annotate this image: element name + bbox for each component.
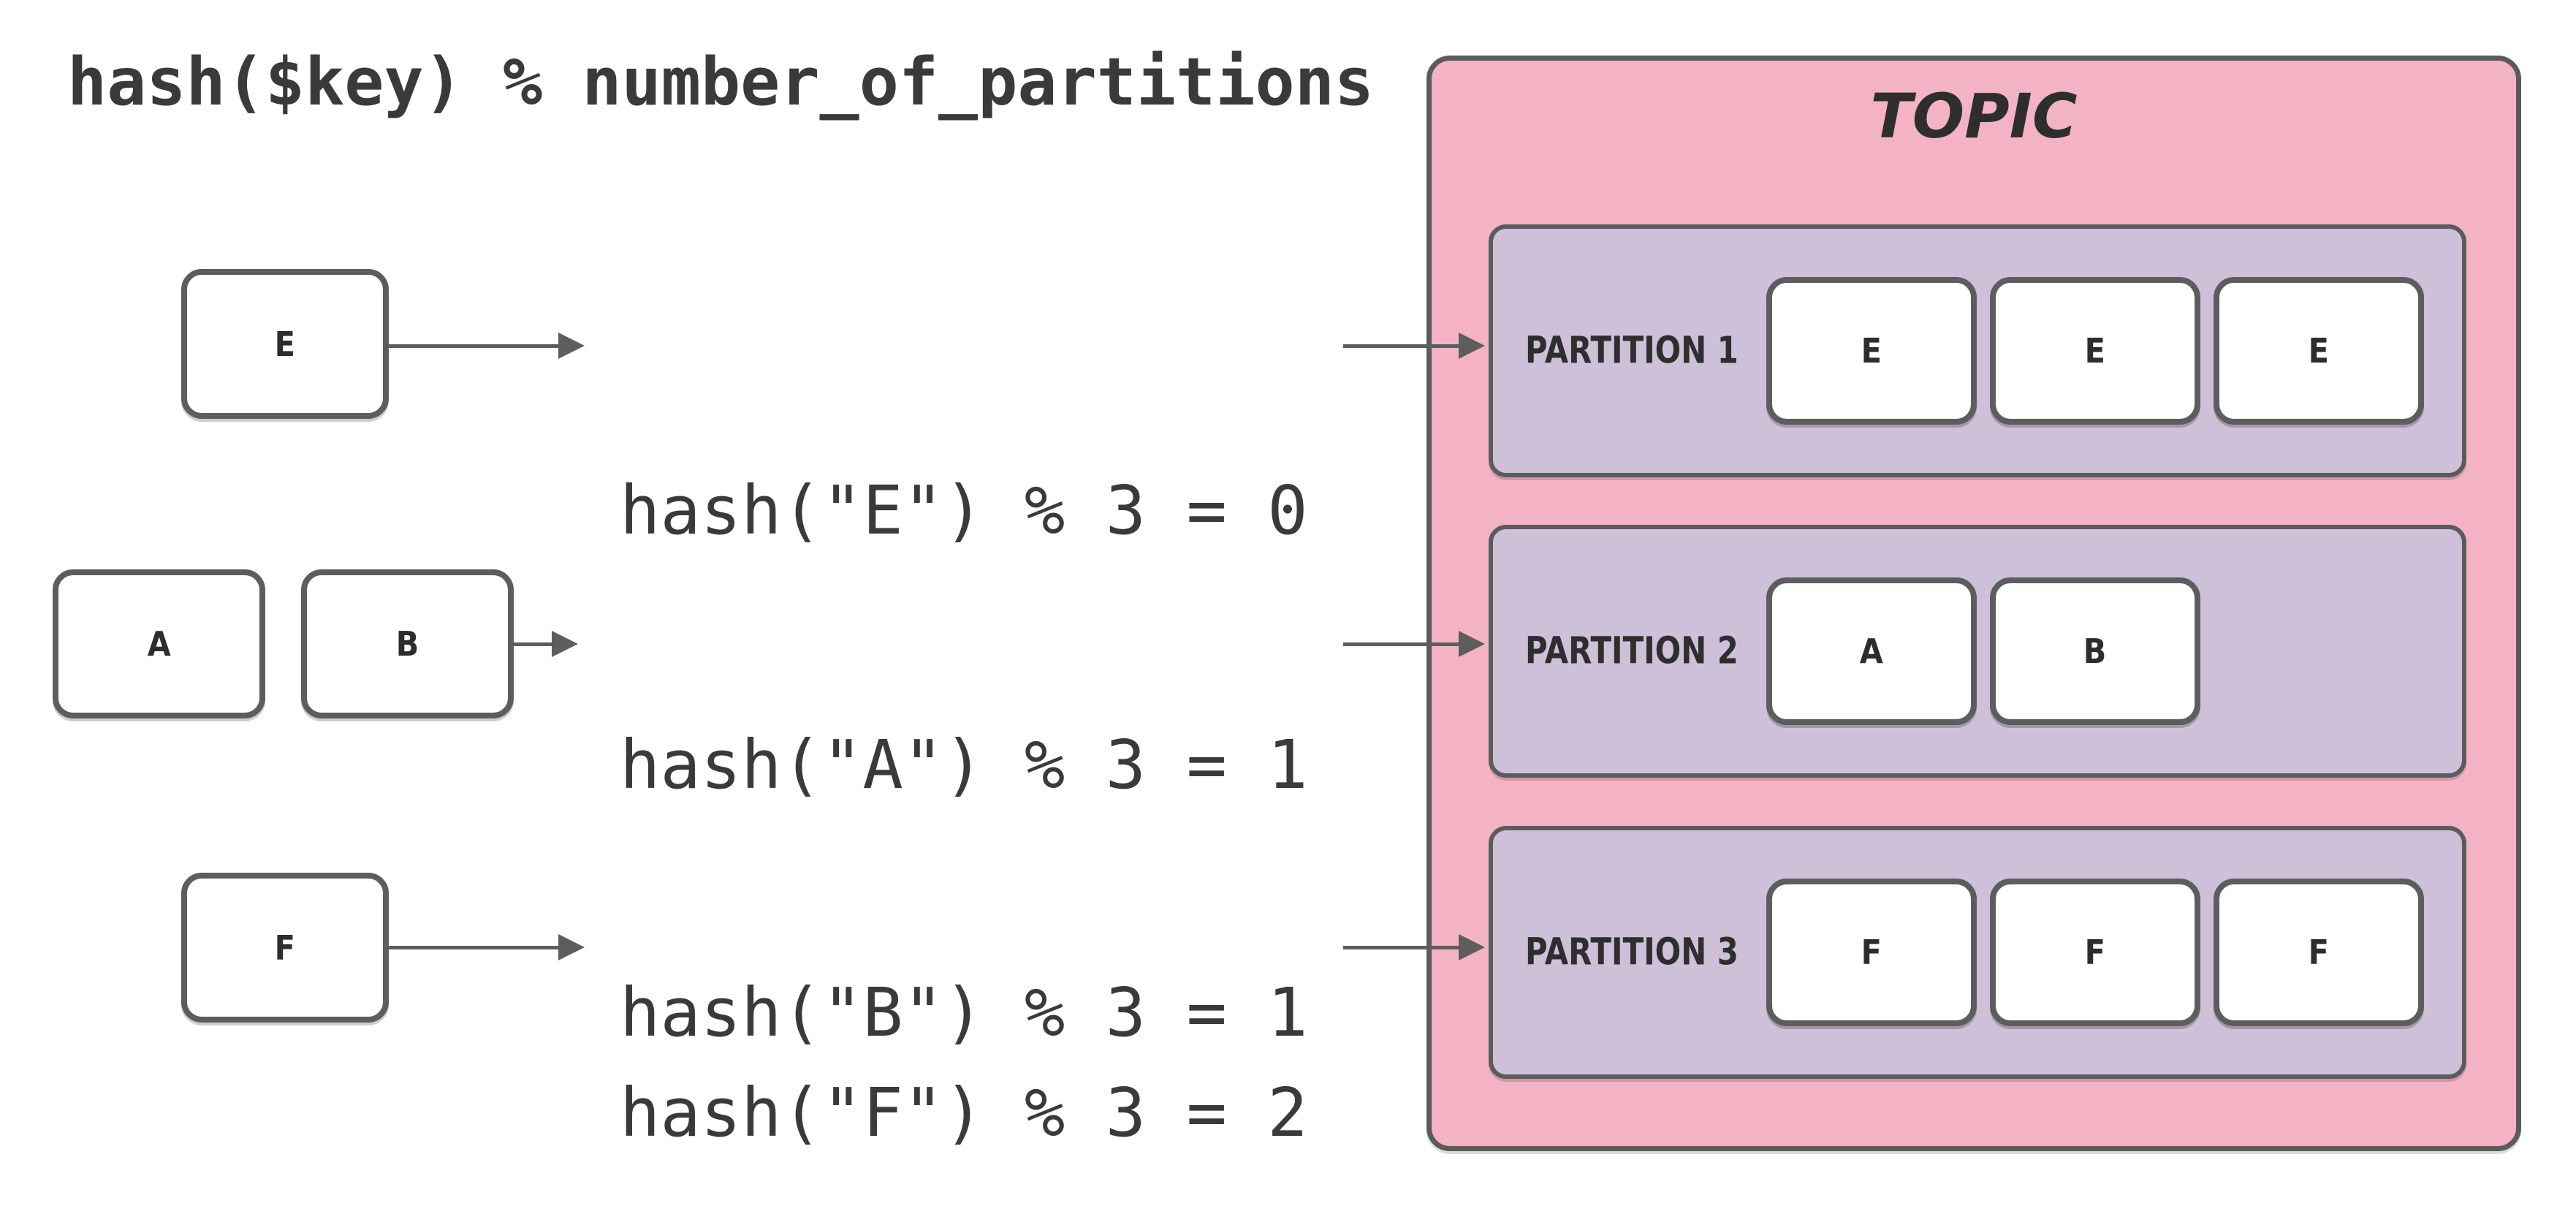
message-label: E bbox=[1861, 331, 1882, 371]
message-label: E bbox=[2308, 331, 2330, 371]
arrow-shaft bbox=[1343, 344, 1460, 348]
arrow-to-partition-1 bbox=[1343, 333, 1485, 359]
message-label: B bbox=[2083, 632, 2107, 671]
arrow-to-partition-3 bbox=[1343, 934, 1485, 960]
partition-1: PARTITION 1 E E E bbox=[1489, 224, 2466, 477]
message-label: E bbox=[2084, 331, 2106, 371]
key-label-a: A bbox=[147, 624, 171, 664]
arrowhead-icon bbox=[552, 631, 578, 657]
arrow-f-to-formula bbox=[389, 934, 585, 960]
message-label: F bbox=[1861, 933, 1882, 972]
message-box: E bbox=[2214, 277, 2424, 425]
arrowhead-icon bbox=[1459, 934, 1485, 960]
partition-2-label: PARTITION 2 bbox=[1525, 629, 1739, 673]
formula-e: hash("E") % 3 = 0 bbox=[620, 471, 1308, 550]
key-box-f: F bbox=[181, 873, 389, 1023]
arrow-shaft bbox=[389, 946, 560, 949]
message-box: E bbox=[1766, 277, 1977, 425]
formula-f: hash("F") % 3 = 2 bbox=[620, 1074, 1308, 1152]
message-label: A bbox=[1859, 632, 1884, 671]
message-label: F bbox=[2308, 933, 2330, 972]
partition-3: PARTITION 3 F F F bbox=[1489, 826, 2466, 1079]
message-box: E bbox=[1990, 277, 2200, 425]
arrowhead-icon bbox=[1459, 333, 1485, 359]
message-box: F bbox=[2214, 879, 2424, 1026]
arrowhead-icon bbox=[558, 333, 585, 359]
message-box: A bbox=[1766, 577, 1977, 725]
message-box: B bbox=[1990, 577, 2200, 725]
arrow-shaft bbox=[389, 344, 560, 348]
diagram-title: hash($key) % number_of_partitions bbox=[67, 44, 1375, 121]
key-box-e: E bbox=[181, 269, 389, 419]
partition-2: PARTITION 2 A B bbox=[1489, 525, 2466, 778]
arrow-shaft bbox=[1343, 946, 1460, 949]
arrowhead-icon bbox=[558, 934, 585, 960]
arrowhead-icon bbox=[1459, 631, 1485, 657]
message-label: F bbox=[2084, 933, 2106, 972]
arrow-ab-to-formula bbox=[514, 631, 578, 657]
topic-label: TOPIC bbox=[1870, 80, 2078, 152]
formula-row-1: hash("E") % 3 = 0 bbox=[620, 304, 1308, 717]
message-box: F bbox=[1766, 879, 1977, 1026]
formula-a: hash("A") % 3 = 1 bbox=[620, 726, 1308, 804]
arrow-e-to-formula bbox=[389, 333, 585, 359]
partition-3-label: PARTITION 3 bbox=[1525, 930, 1739, 974]
formula-row-2: hash("A") % 3 = 1 hash("B") % 3 = 1 bbox=[620, 558, 1308, 1206]
arrow-shaft bbox=[1343, 642, 1460, 646]
key-box-b: B bbox=[301, 569, 514, 718]
formula-b: hash("B") % 3 = 1 bbox=[620, 974, 1308, 1052]
key-label-e: E bbox=[274, 324, 296, 364]
key-label-b: B bbox=[395, 624, 419, 664]
formula-row-3: hash("F") % 3 = 2 bbox=[620, 906, 1308, 1206]
arrow-shaft bbox=[514, 642, 553, 646]
partition-1-label: PARTITION 1 bbox=[1525, 329, 1739, 373]
message-box: F bbox=[1990, 879, 2200, 1026]
key-label-f: F bbox=[274, 928, 296, 968]
topic-box: TOPIC PARTITION 1 E E E PARTITION 2 A B bbox=[1426, 56, 2521, 1151]
key-box-a: A bbox=[53, 569, 265, 718]
arrow-to-partition-2 bbox=[1343, 631, 1485, 657]
